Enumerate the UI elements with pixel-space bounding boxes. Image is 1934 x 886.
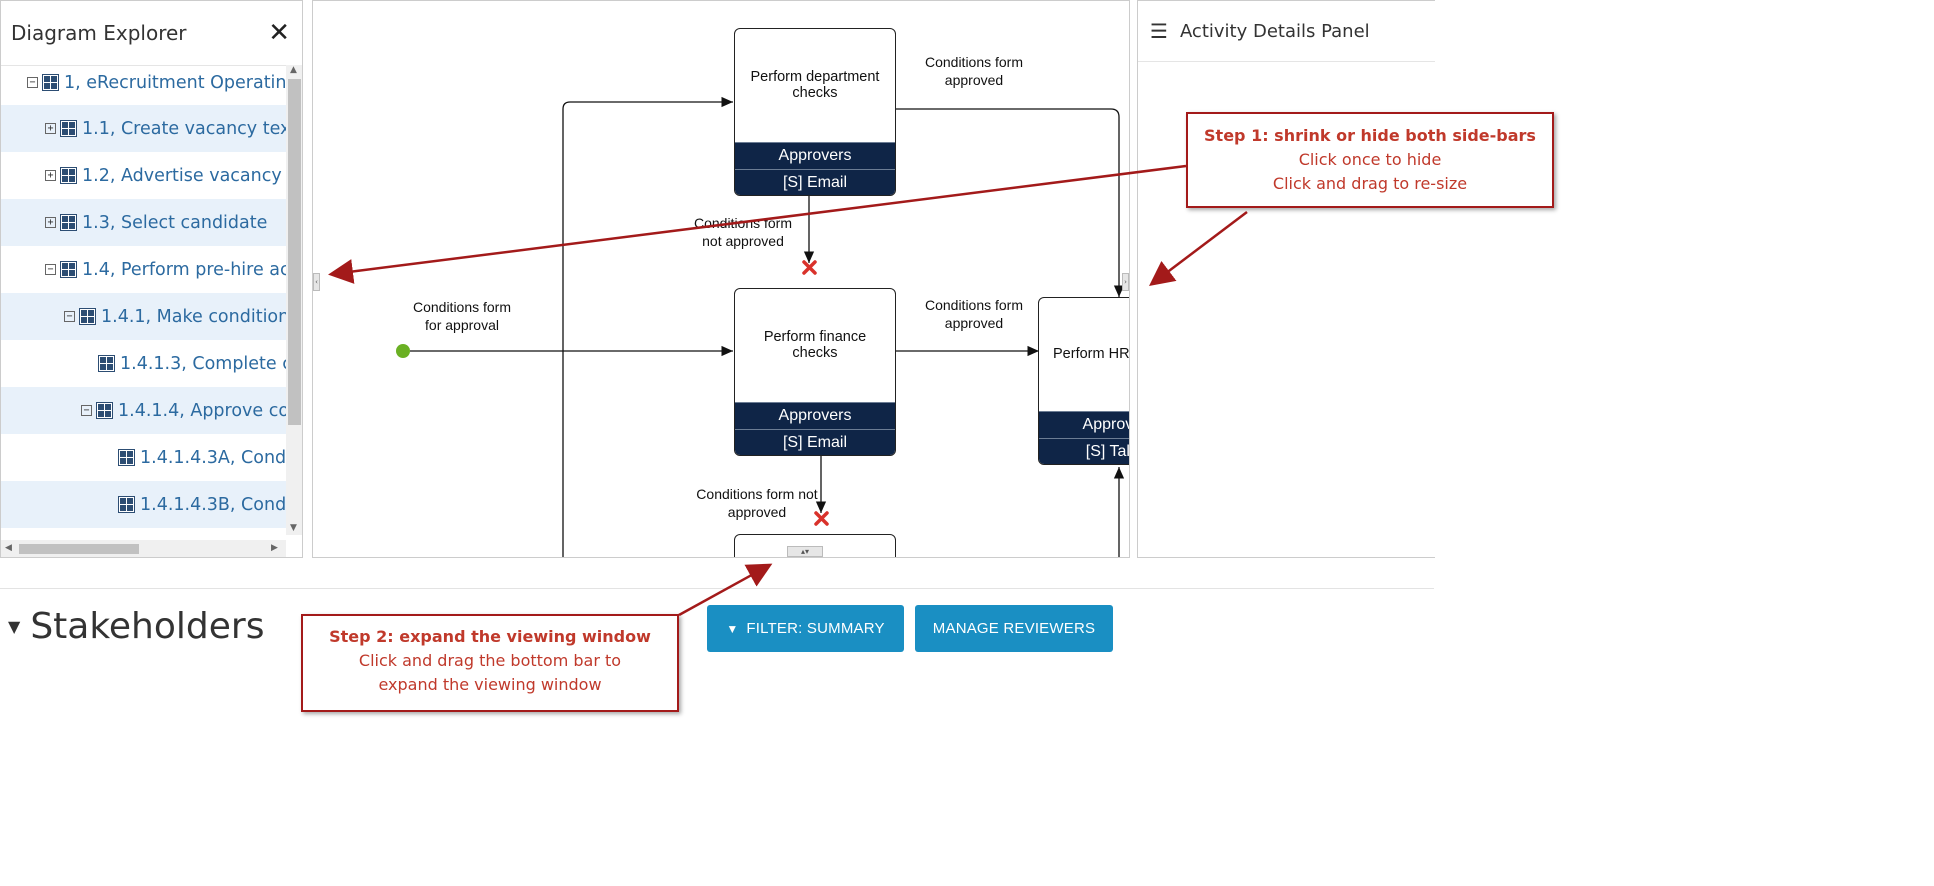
activity-details-panel: ☰ Activity Details Panel: [1137, 0, 1435, 558]
diagram-node-icon: [42, 74, 59, 91]
flow-label: Conditions form for approval: [412, 299, 512, 333]
start-event-icon: [396, 344, 410, 358]
bottom-resize-handle[interactable]: ▴▾: [787, 546, 823, 557]
details-header: ☰ Activity Details Panel: [1138, 1, 1435, 62]
tree-item[interactable]: − 1.4.1.4, Approve conditions form: [1, 387, 286, 434]
stakeholders-heading[interactable]: ▼ Stakeholders: [8, 606, 264, 647]
activity-role: Approvers: [735, 402, 895, 429]
scroll-down-icon[interactable]: ▼: [290, 523, 297, 533]
tree-item[interactable]: + 1.2, Advertise vacancy: [1, 152, 286, 199]
tree-item[interactable]: − 1.4, Perform pre-hire activities: [1, 246, 286, 293]
activity-role: Approvers: [735, 142, 895, 169]
diagram-node-icon: [118, 496, 135, 513]
collapse-icon[interactable]: −: [64, 311, 75, 322]
tree-item[interactable]: − 1, eRecruitment Operating Model: [1, 59, 286, 106]
left-sidebar-toggle[interactable]: ‹: [313, 273, 320, 291]
hamburger-icon[interactable]: ☰: [1150, 19, 1168, 43]
diagram-node-icon: [118, 449, 135, 466]
activity-system: [S] Talent: [1039, 438, 1129, 464]
filter-summary-button[interactable]: ▼ FILTER: SUMMARY: [707, 605, 904, 652]
right-sidebar-toggle[interactable]: ›: [1122, 273, 1129, 291]
filter-icon: ▼: [726, 621, 739, 636]
callout-title: Step 2: expand the viewing window: [329, 627, 651, 646]
callout-line: expand the viewing window: [378, 675, 602, 694]
diagram-node-icon: [96, 402, 113, 419]
diagram-node-icon: [60, 261, 77, 278]
manage-reviewers-button[interactable]: MANAGE REVIEWERS: [915, 605, 1113, 652]
activity-title: Perform HR checks: [1053, 346, 1130, 362]
activity-role: Approvers: [1039, 411, 1129, 438]
explorer-header: Diagram Explorer ✕: [1, 1, 302, 66]
filter-button-label: FILTER: SUMMARY: [746, 620, 885, 637]
activity-box-hr[interactable]: Perform HR checks Approvers [S] Talent: [1038, 297, 1130, 465]
diagram-node-icon: [60, 120, 77, 137]
manage-button-label: MANAGE REVIEWERS: [932, 620, 1096, 637]
tree-item-label[interactable]: 1.4.1.3, Complete conditions form: [120, 353, 286, 374]
tree-item[interactable]: 1.4.1.3, Complete conditions form: [1, 340, 286, 387]
collapse-icon[interactable]: −: [45, 264, 56, 275]
expand-icon[interactable]: +: [45, 123, 56, 134]
expand-icon[interactable]: +: [45, 170, 56, 181]
flow-label: Conditions form not approved: [696, 486, 818, 520]
callout-line: Click once to hide: [1298, 150, 1442, 169]
collapse-icon[interactable]: −: [81, 405, 92, 416]
diagram-node-icon: [98, 355, 115, 372]
tree-item[interactable]: + 1.3, Select candidate: [1, 199, 286, 246]
flow-label: Conditions form approved: [924, 54, 1024, 88]
diagram-node-icon: [60, 214, 77, 231]
details-title: Activity Details Panel: [1179, 20, 1370, 42]
tree-item-label[interactable]: 1.3, Select candidate: [82, 212, 268, 233]
activity-system: [S] Email: [735, 169, 895, 195]
section-title: Stakeholders: [30, 606, 265, 647]
diagram-explorer-panel: Diagram Explorer ✕ − 1, eRecruitment Ope…: [0, 0, 303, 558]
caret-down-icon[interactable]: ▼: [8, 617, 21, 636]
tree-item[interactable]: − 1.4.1, Make conditional offer: [1, 293, 286, 340]
activity-box-partial[interactable]: [734, 534, 896, 557]
close-icon[interactable]: ✕: [268, 18, 290, 48]
activity-title: Perform department checks: [750, 69, 880, 101]
tree-item-label[interactable]: 1, eRecruitment Operating Model: [64, 72, 286, 93]
horizontal-scroll-thumb[interactable]: [19, 544, 139, 554]
tree-item-label[interactable]: 1.4.1.4.3A, Conditions form: [140, 447, 286, 468]
flow-label: Conditions form not approved: [693, 215, 793, 249]
tree-item[interactable]: 1.4.1.4.3B, Conditions form: [1, 481, 286, 528]
activity-box-finance[interactable]: Perform finance checks Approvers [S] Ema…: [734, 288, 896, 456]
tree-item-label[interactable]: 1.1, Create vacancy text: [82, 118, 286, 139]
tree-item-label[interactable]: 1.4.1.4, Approve conditions form: [118, 400, 286, 421]
collapse-icon[interactable]: −: [27, 77, 38, 88]
tree-item-label[interactable]: 1.4.1, Make conditional offer: [101, 306, 286, 327]
activity-system: [S] Email: [735, 429, 895, 455]
explorer-title: Diagram Explorer: [11, 21, 187, 45]
scroll-right-icon[interactable]: ▶: [271, 543, 278, 553]
vertical-scroll-thumb[interactable]: [288, 79, 301, 425]
step1-callout: Step 1: shrink or hide both side-bars Cl…: [1186, 112, 1554, 208]
activity-title: Perform finance checks: [763, 329, 867, 361]
activity-box-department[interactable]: Perform department checks Approvers [S] …: [734, 28, 896, 196]
tree-item-label[interactable]: 1.2, Advertise vacancy: [82, 165, 282, 186]
step2-callout: Step 2: expand the viewing window Click …: [301, 614, 679, 712]
tree-item-label[interactable]: 1.4, Perform pre-hire activities: [82, 259, 286, 280]
section-divider: [0, 588, 1434, 589]
diagram-node-icon: [60, 167, 77, 184]
flow-label: Conditions form approved: [924, 297, 1024, 331]
tree-item-label[interactable]: 1.4.1.4.3B, Conditions form: [140, 494, 286, 515]
diagram-node-icon: [79, 308, 96, 325]
scroll-up-icon[interactable]: ▲: [290, 65, 297, 75]
callout-line: Click and drag the bottom bar to: [358, 651, 622, 670]
tree-item[interactable]: 1.4.1.4.3A, Conditions form: [1, 434, 286, 481]
scroll-left-icon[interactable]: ◀: [5, 543, 12, 553]
callout-title: Step 1: shrink or hide both side-bars: [1204, 126, 1536, 145]
diagram-canvas[interactable]: Perform department checks Approvers [S] …: [312, 0, 1130, 558]
callout-line: Click and drag to re-size: [1272, 174, 1468, 193]
tree-item[interactable]: + 1.1, Create vacancy text: [1, 105, 286, 152]
expand-icon[interactable]: +: [45, 217, 56, 228]
